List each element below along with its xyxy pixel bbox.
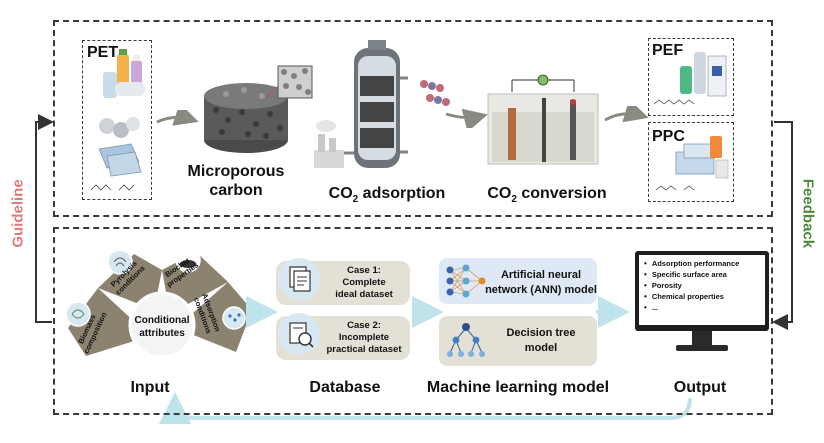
output-item-text: Porosity — [651, 281, 682, 290]
conditional-line2: attributes — [139, 328, 185, 339]
petal-biomass — [68, 288, 150, 356]
return-loop — [159, 392, 692, 425]
case2-line2: Incomplete — [338, 332, 390, 343]
pet-plastics-illustration — [90, 49, 145, 191]
case1-line1: Case 1: — [347, 265, 381, 276]
biomass-icon — [65, 301, 91, 327]
case2-line3: practical dataset — [326, 344, 402, 355]
output-list: Adsorption performance Specific surface … — [644, 258, 766, 313]
adsorption-icon — [222, 306, 246, 330]
microporous-carbon-illustration — [204, 65, 313, 153]
decision-tree-icon — [447, 323, 485, 357]
ann-line2: network (ANN) model — [485, 284, 597, 296]
feedback-connector — [772, 121, 793, 330]
output-item-text: ... — [651, 303, 659, 312]
case1-line3: ideal dataset — [335, 289, 393, 300]
bottom-panel — [53, 227, 773, 415]
output-label: Output — [673, 379, 727, 396]
conversion-prefix: CO — [487, 185, 512, 202]
output-item-text: Chemical properties — [651, 292, 724, 301]
ml-model-label: Machine learning model — [426, 379, 610, 396]
arrow-conversion-to-products — [604, 106, 649, 123]
pef-label: PEF — [652, 42, 684, 59]
pet-label: PET — [87, 44, 119, 61]
microporous-carbon-label: Microporous carbon — [176, 162, 296, 200]
tree-line2: model — [524, 342, 558, 354]
petal-adsorption — [176, 282, 252, 352]
arrow-pet-to-carbon — [156, 110, 199, 126]
output-item: ... — [644, 302, 766, 313]
output-item: Specific surface area — [644, 269, 766, 280]
pyrolysis-icon — [107, 249, 133, 275]
adsorption-suffix: adsorption — [358, 185, 446, 202]
input-attributes-diagram — [65, 247, 252, 359]
adsorption-prefix: CO — [328, 185, 353, 202]
adsorption-column-illustration — [314, 40, 408, 168]
neural-network-icon — [446, 264, 486, 298]
database-label: Database — [309, 379, 381, 396]
ann-line1: Artificial neural — [500, 269, 582, 281]
output-item-text: Specific surface area — [651, 270, 727, 279]
guideline-connector — [35, 114, 54, 323]
document-search-icon — [278, 313, 320, 355]
top-panel — [53, 20, 773, 217]
microporous-label-line2: carbon — [209, 182, 263, 199]
co2-conversion-cell-illustration — [487, 74, 599, 165]
arrow-adsorption-to-conversion — [445, 108, 488, 128]
pef-products-illustration — [653, 52, 727, 105]
output-item: Porosity — [644, 280, 766, 291]
pef-box — [648, 38, 734, 116]
input-label: Input — [130, 379, 170, 396]
pet-box — [82, 40, 152, 200]
co2-conversion-label: CO2 conversion — [472, 185, 622, 205]
output-item: Chemical properties — [644, 291, 766, 302]
case2-line1: Case 2: — [347, 320, 381, 331]
co2-adsorption-label: CO2 adsorption — [312, 185, 462, 205]
co2-molecules-icon — [420, 80, 450, 106]
microporous-label-line1: Microporous — [187, 163, 285, 180]
tree-line1: Decision tree — [506, 327, 576, 339]
conditional-attributes-label: Conditional attributes — [128, 314, 196, 340]
ppc-label: PPC — [652, 128, 685, 145]
case1-line2: Complete — [342, 277, 386, 288]
conversion-sub: 2 — [511, 194, 517, 206]
conversion-suffix: conversion — [516, 185, 607, 202]
ppc-products-illustration — [655, 136, 729, 191]
output-item: Adsorption performance — [644, 258, 766, 269]
output-item-text: Adsorption performance — [651, 259, 740, 268]
documents-icon — [278, 258, 320, 300]
adsorption-sub: 2 — [352, 194, 359, 206]
conditional-line1: Conditional — [134, 315, 190, 326]
ppc-box — [648, 122, 734, 202]
